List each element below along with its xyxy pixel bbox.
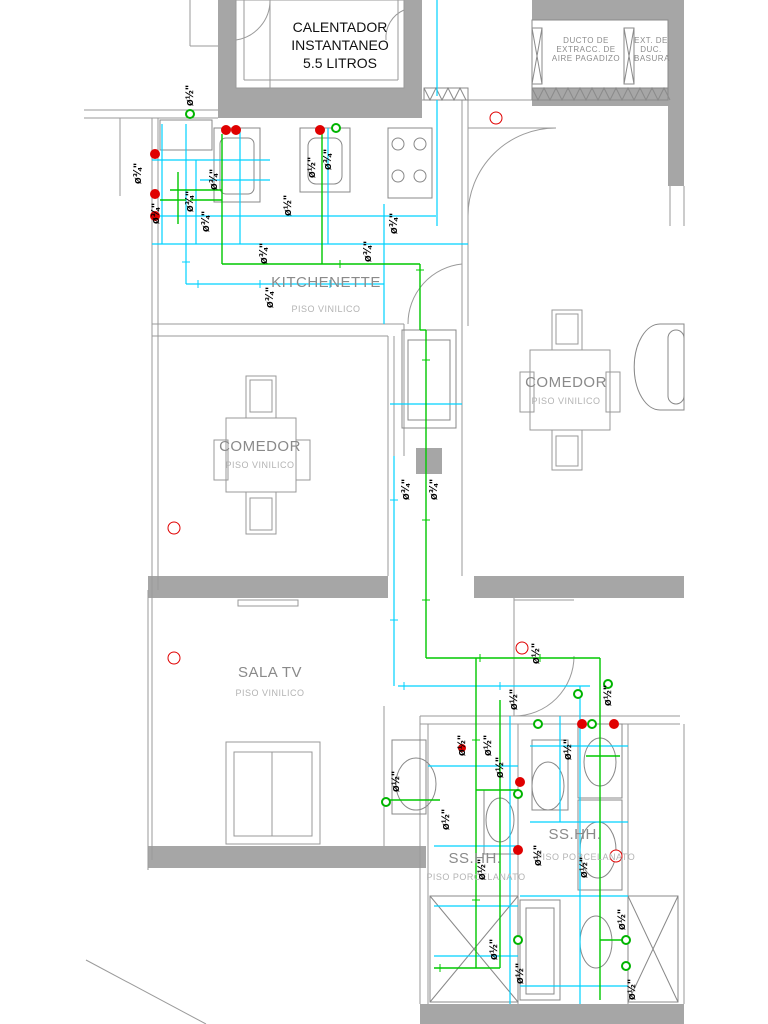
- dining-set-right: [519, 309, 621, 471]
- cold-ticks: [182, 261, 501, 690]
- valves-red: [150, 125, 619, 855]
- pipe-ticks: [339, 260, 541, 972]
- electric-outlets: [167, 111, 623, 863]
- heater-box: [235, 0, 405, 89]
- hot-water-lines: [160, 130, 624, 1000]
- walls: [148, 0, 684, 1024]
- dining-set-left: [213, 375, 311, 535]
- sofa: [225, 599, 321, 845]
- kitchen-fixtures: [159, 119, 685, 429]
- valves-green: [185, 109, 631, 971]
- duct-hatch: [423, 19, 671, 102]
- plan-lines: [84, 0, 685, 1024]
